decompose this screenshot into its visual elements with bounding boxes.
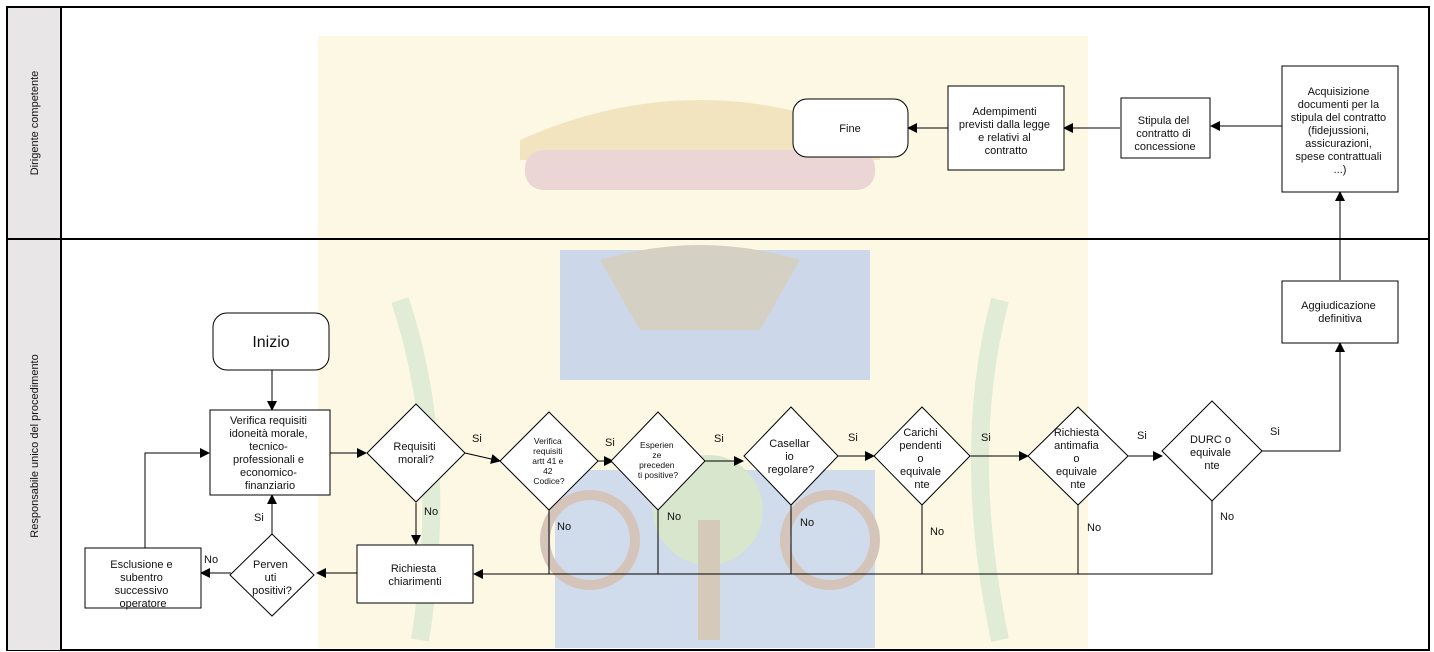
label-fine: Fine: [839, 123, 860, 135]
edge-label-si-carichi: Si: [981, 432, 991, 444]
node-inizio: [212, 312, 330, 371]
edge-label-no-carichi: No: [930, 526, 944, 538]
edge-label-no-verifica: No: [557, 521, 571, 533]
edge-label-no-antimafia: No: [1087, 522, 1101, 534]
label-esperienze: Esperien ze preceden ti positive?: [638, 440, 678, 480]
label-inizio: Inizio: [252, 334, 289, 351]
node-aggiudicazione: [1281, 280, 1399, 344]
node-carichi: [873, 406, 971, 506]
edge-label-si-durc: Si: [1270, 426, 1280, 438]
node-requisiti-morali: [366, 403, 466, 503]
edge-label-no-durc: No: [1220, 511, 1234, 523]
edge-label-no-esperienze: No: [667, 511, 681, 523]
edge-label-si-antimafia: Si: [1137, 430, 1147, 442]
node-verifica-artt: [499, 411, 599, 511]
node-shapes: [84, 65, 1399, 617]
label-pervenuti: Perven uti positivi?: [252, 559, 292, 597]
label-requisiti-morali: Requisiti morali?: [393, 441, 438, 466]
label-casellario: Casellar io regolare?: [768, 438, 814, 476]
label-aggiudicazione: Aggiudicazione definitiva: [1301, 300, 1379, 325]
label-esclusione: Esclusione e subentro successivo operato…: [110, 559, 175, 610]
label-antimafia: Richiesta antimafia o equivale nte: [1054, 427, 1102, 491]
node-esperienze: [610, 411, 706, 511]
lane-label-dirigente: Dirigente competente: [29, 71, 41, 176]
node-richiesta-chiarimenti: [356, 544, 474, 604]
edge-label-no-pervenuti: No: [204, 554, 218, 566]
node-pervenuti: [229, 533, 315, 617]
node-labels: Inizio Verifica requisiti idoneità moral…: [110, 86, 1389, 610]
edge-label-si-esperienze: Si: [714, 433, 724, 445]
node-stipula: [1120, 97, 1211, 159]
label-acquisizione: Acquisizione documenti per la stipula de…: [1291, 86, 1389, 176]
edge-label-si-requisiti: Si: [472, 433, 482, 445]
node-casellario: [743, 406, 839, 506]
label-carichi: Carichi pendenti o equivale nte: [899, 427, 944, 491]
node-adempimenti: [947, 85, 1065, 171]
edge-label-no-casellario: No: [800, 517, 814, 529]
node-durc: [1161, 400, 1263, 502]
lane-label-responsabile: Responsabile unico del procedimento: [29, 354, 41, 537]
label-stipula: Stipula del contratto di concessione: [1134, 115, 1195, 153]
node-verifica-requisiti: [209, 409, 331, 496]
edge-label-si-verifica: Si: [605, 437, 615, 449]
edge-label-si-casellario: Si: [848, 432, 858, 444]
label-verifica-artt: Verifica requisiti artt 41 e 42 Codice?: [532, 436, 566, 486]
label-durc: DURC o equivale nte: [1190, 434, 1234, 472]
edge-label-no-requisiti: No: [424, 506, 438, 518]
node-antimafia: [1027, 406, 1129, 506]
label-verifica-requisiti: Verifica requisiti idoneità morale, tecn…: [229, 415, 310, 492]
swimlanes: [6, 6, 1430, 651]
connectors: [144, 121, 1345, 579]
node-acquisizione: [1281, 65, 1399, 193]
label-richiesta-chiarimenti: Richiesta chiarimenti: [388, 563, 441, 588]
edge-labels: Si No Si No Si No Si No Si No Si No Si N…: [204, 426, 1280, 566]
node-fine: [792, 98, 909, 158]
label-adempimenti: Adempimenti previsti dalla legge e relat…: [959, 106, 1053, 157]
edge-label-si-pervenuti: Si: [254, 512, 264, 524]
node-esclusione: [84, 547, 202, 609]
